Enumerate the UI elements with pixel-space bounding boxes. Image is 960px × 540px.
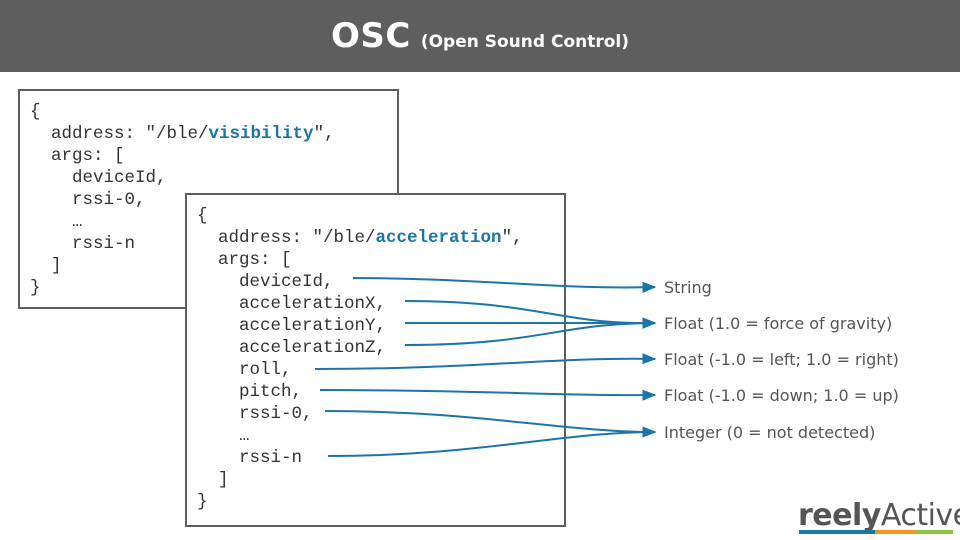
arrow-roll xyxy=(314,353,657,370)
code-arg: … xyxy=(197,426,250,446)
code-close-brace: } xyxy=(197,492,208,512)
code-args-open: args: [ xyxy=(197,250,292,270)
code-args-close: ] xyxy=(30,256,62,276)
code-address-line: address: "/ble/visibility", xyxy=(30,123,397,145)
code-address-keyword: visibility xyxy=(208,124,314,144)
code-address-prefix: address: "/ble/ xyxy=(197,228,376,248)
code-args-open: args: [ xyxy=(30,146,125,166)
code-open-brace: { xyxy=(30,102,41,122)
arrow-accelerationz xyxy=(404,317,657,346)
type-label-float-left-right: Float (-1.0 = left; 1.0 = right) xyxy=(664,350,899,369)
code-arg: rssi-n xyxy=(30,234,136,254)
page-title: OSC xyxy=(330,16,411,56)
code-address-prefix: address: "/ble/ xyxy=(30,124,209,144)
reelyactive-logo: reelyActive xyxy=(798,498,960,533)
code-address-suffix: ", xyxy=(501,228,523,248)
title-bar: OSC (Open Sound Control) xyxy=(0,0,960,72)
code-arg: … xyxy=(30,212,83,232)
code-arg: rssi-0, xyxy=(30,190,146,210)
arrow-accelerationx xyxy=(404,300,657,329)
logo-text-reely: reely xyxy=(798,498,881,533)
code-arg: accelerationX, xyxy=(197,294,387,314)
code-arg: rssi-0, xyxy=(197,404,313,424)
type-label-float-gravity: Float (1.0 = force of gravity) xyxy=(664,314,893,333)
page-subtitle: (Open Sound Control) xyxy=(420,32,630,52)
code-args-close: ] xyxy=(197,470,229,490)
type-label-string: String xyxy=(664,278,712,297)
code-address-keyword: acceleration xyxy=(375,228,502,248)
code-arg: roll, xyxy=(197,360,292,380)
code-address-line: address: "/ble/acceleration", xyxy=(197,227,564,249)
arrow-rssi-0 xyxy=(324,410,657,438)
logo-text-active: Active xyxy=(880,498,960,533)
code-arg: accelerationZ, xyxy=(197,338,387,358)
type-label-float-down-up: Float (-1.0 = down; 1.0 = up) xyxy=(664,386,899,405)
code-arg: pitch, xyxy=(197,382,303,402)
type-label-integer: Integer (0 = not detected) xyxy=(664,423,876,442)
code-arg: deviceId, xyxy=(30,168,167,188)
code-open-brace: { xyxy=(197,206,208,226)
code-close-brace: } xyxy=(30,278,41,298)
arrow-deviceid xyxy=(352,277,657,293)
arrow-rssi-n xyxy=(327,426,657,457)
code-arg: accelerationY, xyxy=(197,316,387,336)
logo-underline xyxy=(799,530,953,534)
code-arg: deviceId, xyxy=(197,272,334,292)
code-block-acceleration: { address: "/ble/acceleration", args: [ … xyxy=(185,193,566,527)
arrow-pitch xyxy=(319,389,657,401)
code-address-suffix: ", xyxy=(313,124,335,144)
code-arg: rssi-n xyxy=(197,448,303,468)
